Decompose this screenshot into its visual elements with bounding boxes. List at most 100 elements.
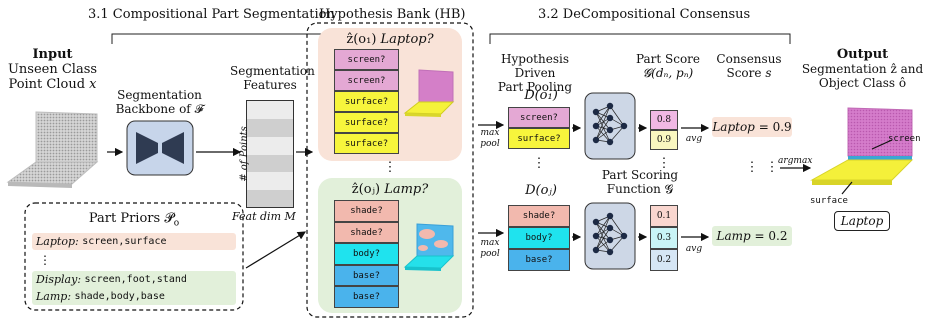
- laptop-hypothesis-title: ẑ(o₁) Laptop?: [318, 32, 462, 47]
- input-title: Input: [32, 47, 73, 62]
- lamp-hyp-sym: ẑ(oⱼ): [351, 182, 381, 197]
- priors-display-parts: screen,foot,stand: [84, 273, 187, 285]
- consensus-title: Consensus Score s: [706, 52, 792, 80]
- max-pool-top: max pool: [476, 128, 504, 150]
- max-pool-bottom-pool: pool: [480, 249, 500, 259]
- priors-lamp-label: Lamp:: [36, 290, 72, 303]
- consensus-laptop-value: = 0.9: [758, 120, 792, 134]
- laptop-hyp-sym: ẑ(o₁): [346, 32, 377, 47]
- max-pool-bottom: max pool: [476, 238, 504, 260]
- output-label: Output Segmentation ẑ and Object Class ô: [800, 47, 925, 90]
- pool-cell: base?: [508, 249, 570, 271]
- pooling-dots: ⋮: [532, 156, 546, 171]
- seg-section-title: 3.1 Compositional Part Segmentation: [88, 7, 335, 22]
- laptop-hyp-name: Laptop?: [380, 32, 434, 47]
- features-xaxis: Feat dim M: [232, 210, 322, 223]
- output-point-cloud: [810, 107, 914, 185]
- pool-cell: screen?: [508, 107, 570, 128]
- features-label: Segmentation Features: [230, 64, 315, 92]
- features-matrix: [246, 100, 294, 208]
- priors-laptop-row: Laptop: screen,surface: [32, 233, 236, 250]
- hyp-cell: surface?: [334, 133, 399, 154]
- backbone-line2: Backbone of: [115, 102, 191, 116]
- output-surface-label: surface: [810, 196, 848, 206]
- priors-sym: 𝓟: [164, 211, 174, 226]
- consensus-lamp-value: = 0.2: [754, 229, 788, 243]
- pooling-title2: Part Pooling: [497, 80, 573, 94]
- hyp-cell: surface?: [334, 91, 399, 112]
- lamp-hypothesis-column: shade? shade? body? base? base?: [334, 200, 399, 308]
- features-line2: Features: [243, 78, 297, 92]
- pool-cell: surface?: [508, 128, 570, 149]
- pooling-dj: D(oⱼ): [525, 183, 557, 198]
- features-xaxis-text: Feat dim: [232, 210, 282, 223]
- input-var: x: [89, 77, 97, 92]
- laptop-hypothesis-column: screen? screen? surface? surface? surfac…: [334, 49, 399, 154]
- priors-display-label: Display:: [36, 273, 82, 286]
- part-score-title-text: Part Score: [635, 52, 701, 66]
- backbone-block: [126, 120, 194, 176]
- part-score-cell: 0.3: [650, 227, 678, 249]
- lamp-hypothesis-cloud: [403, 223, 455, 271]
- output-line2: Object Class ô: [818, 76, 907, 90]
- consensus-dots: ⋮: [745, 160, 759, 175]
- bank-section-title: Hypothesis Bank (HB): [319, 7, 466, 22]
- max-pool-top-pool: pool: [480, 139, 500, 149]
- part-score-cell: 0.2: [650, 249, 678, 271]
- part-score-dots: ⋮: [657, 156, 671, 171]
- pool-cell: body?: [508, 227, 570, 249]
- backbone-line1: Segmentation: [117, 88, 202, 102]
- part-score-cell: 0.9: [650, 130, 678, 150]
- laptop-hypothesis-cloud: [403, 69, 455, 117]
- lamp-hyp-name: Lamp?: [384, 182, 429, 197]
- part-score-cell: 0.1: [650, 205, 678, 227]
- part-score-top-column: 0.8 0.9: [650, 110, 678, 150]
- output-dots: ⋮: [765, 160, 779, 175]
- hyp-cell: shade?: [334, 222, 399, 243]
- priors-sub: o: [173, 218, 180, 229]
- avg-top: avg: [685, 134, 703, 144]
- input-line2: Point Cloud: [8, 77, 86, 92]
- features-line1: Segmentation: [230, 64, 315, 78]
- output-screen-label: screen: [888, 134, 921, 144]
- backbone-label: Segmentation Backbone of 𝓕: [112, 88, 207, 116]
- bank-dots: ⋮: [383, 160, 397, 175]
- scoring-function-line2: Function: [606, 182, 661, 196]
- priors-title-text: Part Priors: [88, 211, 161, 226]
- output-line1: Segmentation ẑ and: [801, 62, 924, 76]
- mlp-network-top: [584, 92, 636, 160]
- lamp-hypothesis-title: ẑ(oⱼ) Lamp?: [318, 182, 462, 197]
- avg-bottom: avg: [685, 244, 703, 254]
- pool-cell: shade?: [508, 205, 570, 227]
- consensus-var: s: [765, 66, 772, 80]
- part-score-bottom-column: 0.1 0.3 0.2: [650, 205, 678, 271]
- scoring-function-label: Part Scoring Function 𝓖: [590, 168, 690, 196]
- max-pool-top-max: max: [480, 128, 500, 138]
- input-label: Input Unseen Class Point Cloud x: [0, 47, 105, 92]
- priors-laptop-parts: screen,surface: [82, 235, 167, 247]
- features-xvar: M: [284, 210, 296, 223]
- consensus-lamp: Lamp = 0.2: [712, 226, 792, 246]
- hyp-cell: surface?: [334, 112, 399, 133]
- priors-title: Part Priors 𝓟o: [25, 211, 243, 230]
- argmax-label: argmax: [778, 156, 813, 166]
- max-pool-bottom-max: max: [480, 238, 500, 248]
- hyp-cell: base?: [334, 265, 399, 286]
- hyp-cell: base?: [334, 286, 399, 308]
- consensus-lamp-name: Lamp: [716, 229, 751, 243]
- mlp-network-bottom: [584, 202, 636, 270]
- pooling-d1: D(o₁): [524, 88, 558, 103]
- priors-laptop-label: Laptop:: [36, 235, 79, 248]
- part-score-title: Part Score 𝓖(dₙ, pₙ): [628, 52, 708, 80]
- consensus-section-title: 3.2 DeCompositional Consensus: [538, 7, 751, 22]
- output-class-label: Laptop: [834, 211, 890, 231]
- pooling-title1: Hypothesis Driven: [501, 52, 569, 80]
- input-line1: Unseen Class: [7, 62, 98, 77]
- part-score-formula: 𝓖(dₙ, pₙ): [642, 66, 694, 80]
- pooling-top-column: screen? surface?: [508, 107, 570, 149]
- feature-row: [247, 190, 293, 207]
- scoring-function-sym: 𝓖: [664, 182, 674, 196]
- priors-lamp-parts: shade,body,base: [74, 290, 165, 302]
- consensus-title1: Consensus: [716, 52, 782, 66]
